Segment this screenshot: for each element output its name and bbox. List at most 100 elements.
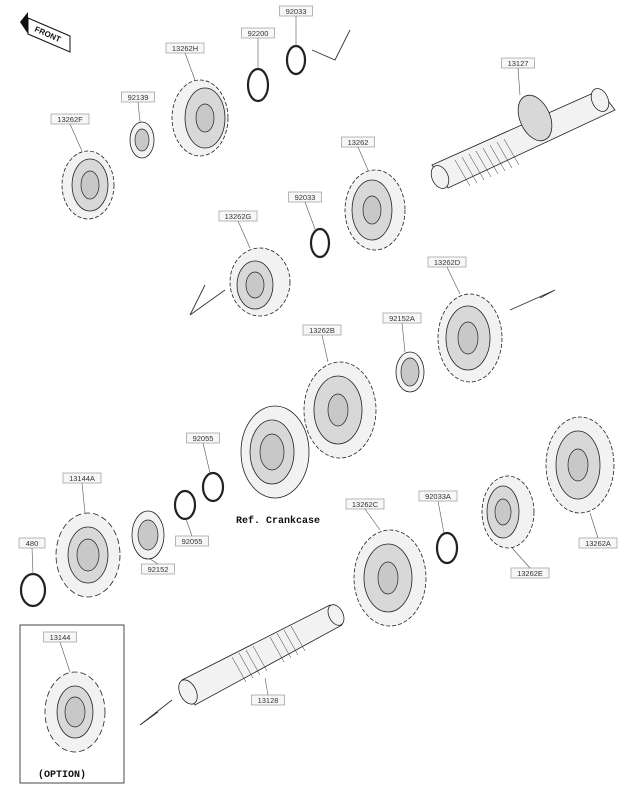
oring-92055-a	[201, 471, 225, 503]
part-number: 13262D	[434, 258, 461, 267]
front-direction-indicator: FRONT	[20, 12, 71, 53]
part-label-92152: 92152	[141, 558, 175, 575]
part-number: 13127	[508, 59, 529, 68]
direction-arrow-4	[139, 699, 173, 726]
part-label-13262f: 13262F	[50, 113, 90, 152]
label-box	[341, 136, 375, 148]
leader-line	[202, 442, 211, 474]
circlip-480	[19, 572, 47, 608]
countershaft-13127	[430, 88, 616, 189]
circlip-92033a	[435, 531, 459, 565]
part-label-92200: 92200	[241, 27, 275, 69]
leader-line	[31, 547, 34, 575]
label-box	[165, 42, 205, 54]
label-box	[510, 567, 550, 579]
gear-13262	[344, 169, 406, 251]
part-label-13262a: 13262A	[578, 512, 618, 549]
part-number: 480	[26, 539, 39, 548]
gear-13262h	[171, 79, 229, 157]
leader-line	[304, 201, 316, 230]
part-number: 13262G	[225, 212, 252, 221]
direction-arrow-3	[509, 289, 556, 311]
label-box	[218, 210, 258, 222]
part-label-92152a: 92152A	[382, 312, 422, 353]
circlip-92033-top	[285, 44, 307, 76]
part-number: 13262A	[585, 539, 611, 548]
leader-line	[437, 500, 445, 534]
leader-line	[401, 322, 406, 353]
part-number: 92033	[286, 7, 307, 16]
oring-92055-b	[173, 489, 197, 521]
label-box	[141, 563, 175, 575]
part-label-92033c: 92033A	[418, 490, 458, 534]
gear-13262a	[545, 416, 615, 514]
gear-13262g	[229, 247, 291, 317]
part-label-13262e: 13262E	[510, 547, 550, 579]
circlip-92033-mid	[309, 227, 331, 259]
collar-92152	[131, 510, 165, 560]
label-box	[427, 256, 467, 268]
label-box	[382, 312, 422, 324]
part-number: 92033	[295, 193, 316, 202]
ref-crankcase-label: Ref. Crankcase	[236, 515, 320, 527]
gear-13262d	[437, 293, 503, 383]
leader-line	[589, 512, 599, 539]
part-number: 92152	[148, 565, 169, 574]
part-number: 13262C	[352, 500, 379, 509]
leader-line	[364, 508, 381, 531]
part-number: 92033A	[425, 492, 451, 501]
leader-line	[264, 677, 269, 696]
leader-line	[357, 146, 369, 171]
leader-line	[59, 641, 71, 673]
part-label-13128: 13128	[251, 677, 285, 706]
option-box: (OPTION)	[19, 624, 125, 784]
direction-arrow-2	[189, 284, 226, 316]
washer-92200	[246, 67, 270, 103]
direction-arrow-1	[311, 29, 351, 61]
leader-line	[149, 558, 159, 565]
part-label-13262: 13262	[341, 136, 375, 171]
part-number: 13262E	[517, 569, 543, 578]
part-number: 13144A	[69, 474, 95, 483]
label-box	[345, 498, 385, 510]
part-label-13262b: 13262B	[302, 324, 342, 363]
sprocket-13144	[44, 671, 106, 753]
part-number: 92139	[128, 93, 149, 102]
part-label-92055a: 92055	[186, 432, 220, 474]
collar-92152a	[395, 351, 425, 393]
label-box	[302, 324, 342, 336]
label-box	[186, 432, 220, 444]
part-label-13127: 13127	[501, 57, 535, 96]
part-label-13262h: 13262H	[165, 42, 205, 81]
leader-line	[184, 52, 196, 81]
gear-13262e	[481, 475, 535, 549]
part-number: 13144	[50, 633, 71, 642]
label-box	[50, 113, 90, 125]
gear-13262c	[353, 529, 427, 627]
label-box	[18, 537, 46, 549]
part-label-92033a: 92033	[279, 5, 313, 46]
part-number: 92200	[248, 29, 269, 38]
label-box	[175, 535, 209, 547]
gear-13262f	[61, 150, 115, 220]
leader-line	[237, 220, 251, 249]
part-label-13262c: 13262C	[345, 498, 385, 531]
part-number: 92055	[182, 537, 203, 546]
leader-line	[81, 482, 86, 514]
label-box	[62, 472, 102, 484]
bearing-ref-crankcase	[240, 405, 310, 499]
leader-line	[185, 518, 193, 537]
part-number: 92055	[193, 434, 214, 443]
label-box	[121, 91, 155, 103]
sprocket-13144a	[55, 512, 121, 598]
label-box	[418, 490, 458, 502]
label-box	[241, 27, 275, 39]
part-label-92033b: 92033	[288, 191, 322, 230]
part-label-13144a: 13144A	[62, 472, 102, 514]
part-label-13262d: 13262D	[427, 256, 467, 295]
part-number: 13262H	[172, 44, 198, 53]
part-label-13262g: 13262G	[218, 210, 258, 249]
part-label-13144: 13144	[43, 631, 77, 673]
leader-line	[446, 266, 461, 295]
